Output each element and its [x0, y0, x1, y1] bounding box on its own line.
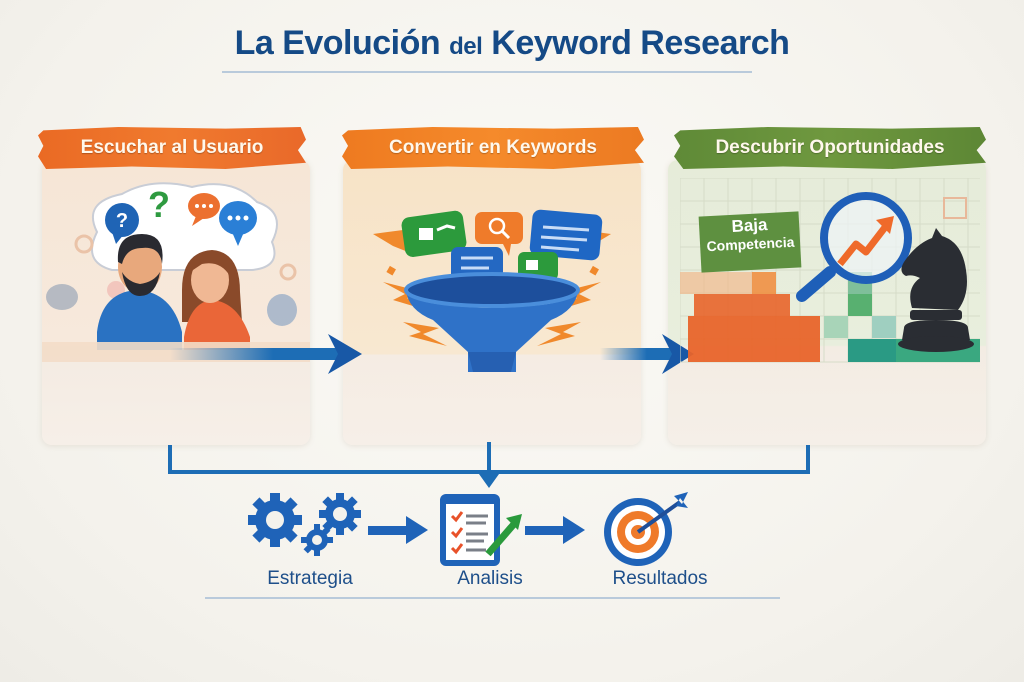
step-label: Escuchar al Usuario	[80, 137, 264, 158]
arrow-right-icon	[368, 516, 428, 544]
low-competition-badge-text: Baja Competencia	[701, 214, 799, 257]
question-mark-icon: ?	[148, 184, 170, 225]
step-label: Descubrir Oportunidades	[715, 137, 945, 158]
step-banner-listen: Escuchar al Usuario	[38, 127, 306, 169]
page-title: La Evolución del Keyword Research	[0, 24, 1024, 63]
man-figure-icon	[97, 234, 182, 350]
funnel-illustration	[373, 209, 611, 372]
step-banner-convert: Convertir en Keywords	[342, 127, 644, 169]
question-bubble-icon: ?	[105, 203, 139, 244]
step-banner-discover: Descubrir Oportunidades	[674, 127, 986, 169]
connector-right-vertical	[806, 445, 810, 473]
flow-arrow-right-icon	[600, 334, 694, 374]
woman-figure-icon	[182, 250, 250, 350]
bottom-divider	[205, 597, 780, 599]
step-label: Convertir en Keywords	[389, 137, 597, 158]
outcome-label-analysis: Analisis	[457, 568, 523, 589]
chat-dots-icon	[219, 201, 257, 246]
arrow-down-icon	[479, 474, 499, 488]
title-part-2: del	[449, 33, 483, 60]
text-bubble-icon	[529, 209, 603, 261]
outcome-label-strategy: Estrategia	[267, 568, 353, 589]
gears-icon	[248, 493, 361, 556]
title-part-1: La Evolución	[234, 24, 441, 62]
low-competition-badge	[698, 211, 802, 273]
connector-left-vertical	[168, 445, 172, 473]
video-chat-bubble-icon	[401, 210, 467, 257]
trend-up-arrow-icon	[837, 223, 889, 267]
opportunity-grid-illustration	[680, 178, 980, 363]
connector-center-vertical	[487, 442, 491, 480]
search-bubble-icon	[475, 212, 523, 256]
checklist-icon	[440, 494, 522, 566]
video-chat-bubble-icon	[518, 252, 558, 280]
chess-knight-icon	[898, 228, 974, 352]
flow-arrow-right-icon	[170, 334, 362, 374]
target-icon	[604, 492, 688, 566]
arrow-right-icon	[525, 516, 585, 544]
outcome-label-results: Resultados	[612, 568, 708, 589]
funnel-icon	[404, 272, 580, 372]
title-part-3: Keyword Research	[491, 24, 790, 62]
chat-dots-icon	[188, 193, 220, 226]
title-divider	[222, 71, 752, 73]
svg-text:?: ?	[116, 210, 128, 232]
